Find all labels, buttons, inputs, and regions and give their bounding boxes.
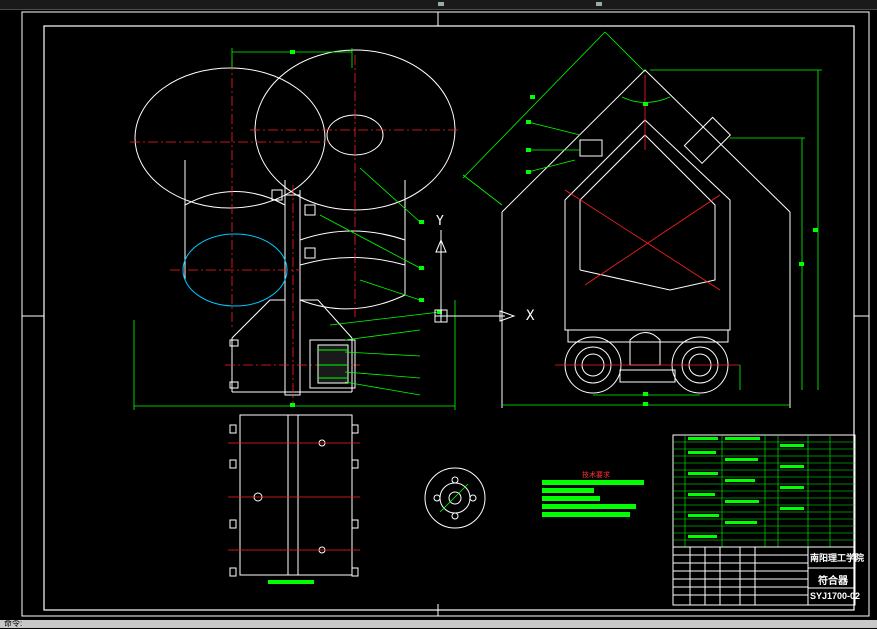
front-view-dimensions — [133, 48, 456, 410]
top-view-label-bar — [268, 580, 314, 584]
title-block-drawing-number: SYJ1700-02 — [810, 591, 861, 601]
sheet-inner-frame — [43, 25, 855, 611]
title-block-drawing-name: 符合器 — [818, 576, 848, 587]
technical-notes-heading: 技术要求 — [582, 472, 610, 479]
command-status-bar[interactable]: 命令: — [0, 619, 877, 628]
front-view-centerlines — [130, 55, 460, 405]
title-block — [672, 546, 856, 606]
side-view-dimension-markers — [526, 95, 818, 406]
front-view — [134, 49, 456, 396]
side-view-centerlines — [555, 75, 740, 366]
side-view-dimensions — [462, 31, 822, 406]
technical-notes-block — [542, 480, 644, 517]
title-block-school: 南阳理工学院 — [810, 553, 865, 563]
sheet-outer-frame — [21, 11, 870, 617]
ucs-icon — [434, 230, 516, 323]
top-view-centerlines — [228, 442, 360, 551]
flange-dimension — [439, 483, 469, 513]
frame-center-marks — [22, 12, 869, 616]
ruler-tick — [596, 2, 602, 6]
side-view — [501, 69, 791, 408]
command-prompt: 命令: — [4, 619, 23, 628]
flange-detail — [424, 467, 486, 529]
hidden-cylinder-outline — [182, 233, 288, 307]
parts-list-table — [672, 434, 856, 548]
ruler-tick — [438, 2, 444, 6]
x-axis-label: X — [526, 308, 535, 324]
top-view — [229, 414, 359, 577]
coupling-detail — [309, 339, 356, 389]
front-view-dimension-markers — [290, 50, 442, 407]
application-top-strip — [0, 0, 877, 10]
y-axis-label: Y — [436, 214, 444, 229]
